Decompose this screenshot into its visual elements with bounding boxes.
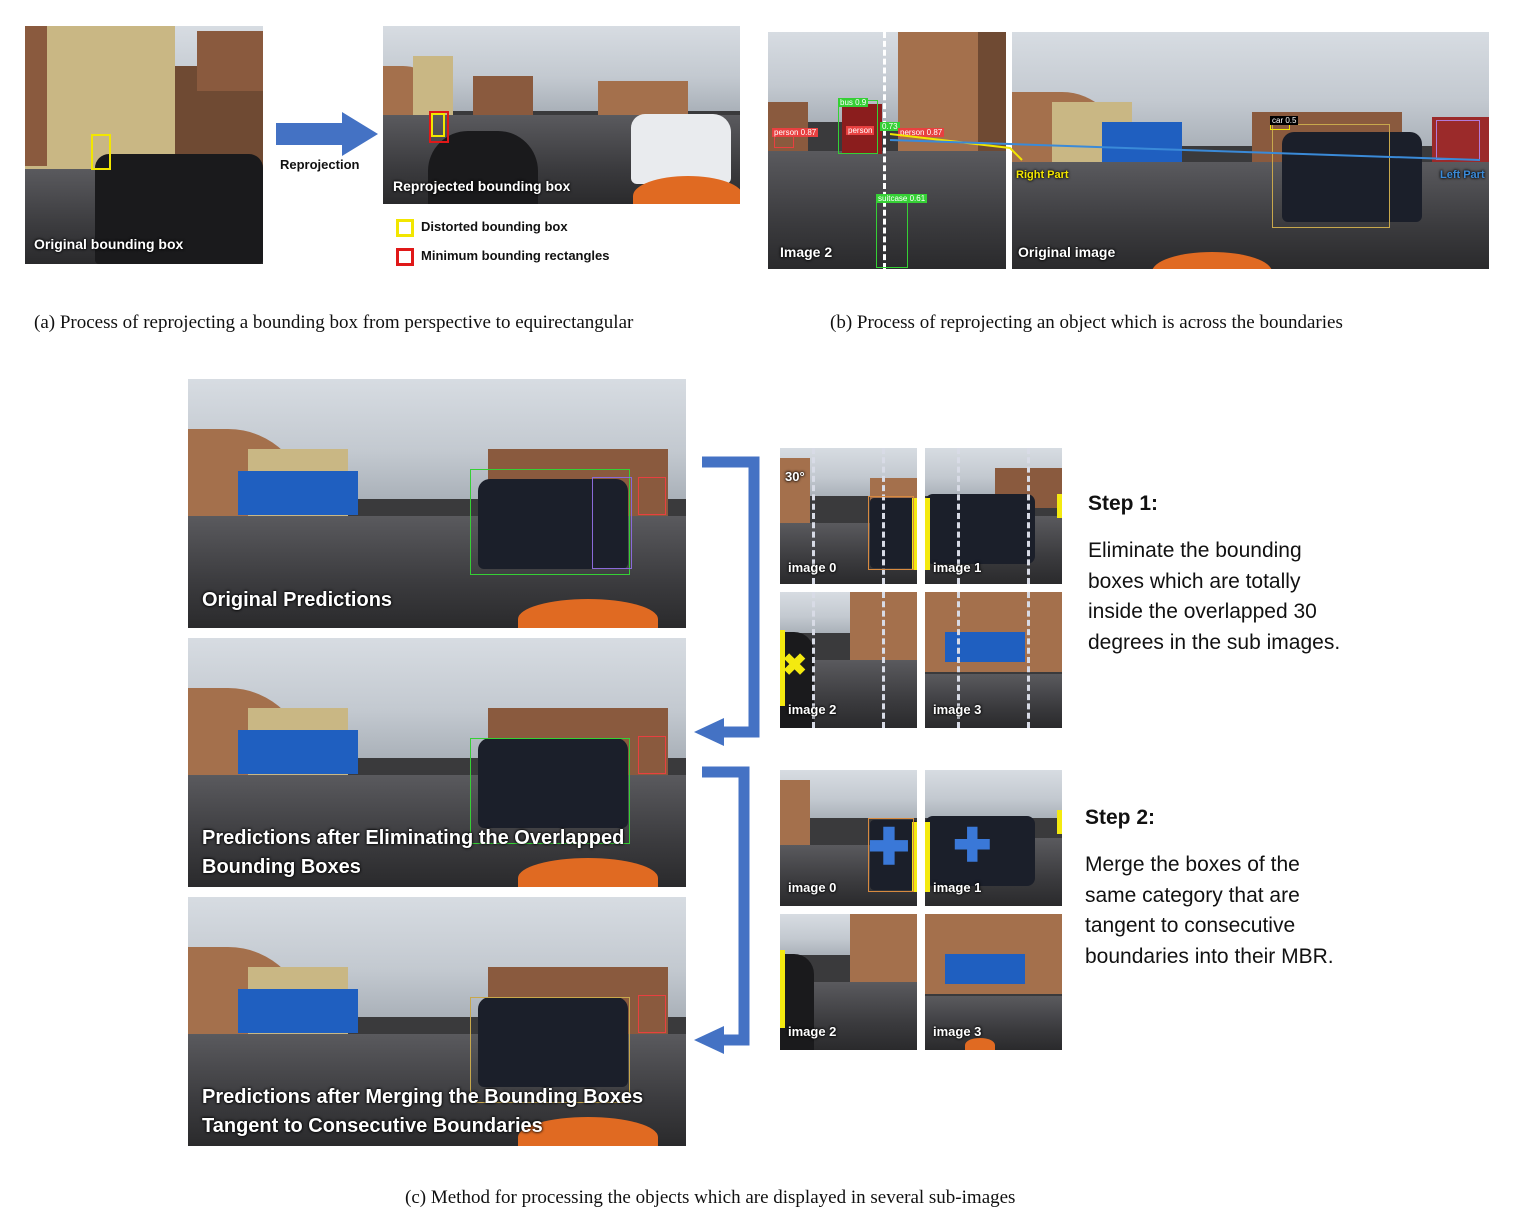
- stage-eliminated-predictions: Predictions after Eliminating the Overla…: [188, 638, 686, 887]
- distorted-yellow-bbox: [431, 113, 445, 137]
- reprojection-arrow-icon: [276, 112, 378, 156]
- step2-text: Merge the boxes of the same category tha…: [1085, 853, 1334, 968]
- det-person-label-left: person 0.87: [772, 128, 819, 137]
- angle-label: 30°: [785, 469, 805, 484]
- step2-subimage-0: ✚ image 0: [780, 770, 917, 906]
- step1-image2-label: image 2: [788, 702, 837, 717]
- step1-image0-label: image 0: [788, 560, 837, 575]
- original-yellow-bbox: [91, 134, 111, 170]
- legend-distorted-label: Distorted bounding box: [421, 219, 568, 234]
- step2-subimage-1: ✚ image 1: [925, 770, 1062, 906]
- stage-merged-predictions: Predictions after Merging the Bounding B…: [188, 897, 686, 1146]
- step2-subimage-3: image 3: [925, 914, 1062, 1050]
- elim-bus-box: [638, 736, 666, 774]
- stage3-label: Predictions after Merging the Bounding B…: [202, 1086, 644, 1137]
- det-van-box: [1272, 124, 1390, 228]
- stage1-label: Original Predictions: [202, 589, 393, 611]
- step2-image0-label: image 0: [788, 880, 837, 895]
- boundary-connector-lines: [889, 133, 1481, 161]
- elim-van-box: [470, 738, 630, 844]
- pred-bus-box: [638, 477, 666, 515]
- step2-title: Step 2:: [1085, 806, 1156, 829]
- step2-image1-label: image 1: [933, 880, 982, 895]
- mbr-red-bbox: [429, 111, 449, 143]
- reprojected-bbox-label: Reprojected bounding box: [393, 178, 571, 194]
- step2-image2-label: image 2: [788, 1024, 837, 1039]
- pred-van-box-2: [592, 477, 632, 569]
- left-part-label: Left Part: [1440, 169, 1485, 181]
- det-person-label-right: person 0.87: [898, 128, 945, 137]
- original-perspective-photo: Original bounding box: [25, 26, 263, 264]
- merged-van-box: [470, 997, 630, 1103]
- det-car-label: car 0.5: [1270, 116, 1299, 125]
- step2-image3-label: image 3: [933, 1024, 982, 1039]
- step1-text: Eliminate the bounding boxes which are t…: [1088, 539, 1341, 654]
- legend-yellow-swatch: [396, 219, 414, 237]
- stage-original-predictions: Original Predictions: [188, 379, 686, 628]
- reprojection-label: Reprojection: [280, 157, 360, 172]
- caption-a: (a) Process of reprojecting a bounding b…: [34, 312, 634, 333]
- step1-subimage-1: image 1: [925, 448, 1062, 584]
- eliminate-cross-icon: ✖: [782, 649, 808, 682]
- det-suitcase-box: [876, 202, 908, 268]
- image2-label: Image 2: [780, 244, 833, 260]
- step2-subimage-2: image 2: [780, 914, 917, 1050]
- step1-bracket-arrow-icon: [694, 456, 760, 746]
- original-equirect-photo-b: car 0.5 Original image Right Part Left P…: [1012, 32, 1489, 269]
- caption-b: (b) Process of reprojecting an object wh…: [830, 312, 1343, 333]
- step1-subimage-0: 30° image 0: [780, 448, 917, 584]
- right-part-label: Right Part: [1016, 169, 1069, 181]
- image2-perspective-photo: bus 0.9 person 0.87 person 0.73 person 0…: [768, 32, 1006, 269]
- step1-image3-label: image 3: [933, 702, 982, 717]
- pred-van-box: [470, 469, 630, 575]
- original-bbox-label: Original bounding box: [34, 236, 184, 252]
- legend-mbr-label: Minimum bounding rectangles: [421, 248, 610, 263]
- step1-title: Step 1:: [1088, 492, 1159, 515]
- det-score-label: 0.73: [880, 122, 900, 131]
- stage2-label: Predictions after Eliminating the Overla…: [202, 827, 625, 878]
- step1-subimage-3: image 3: [925, 592, 1062, 728]
- det-person-label-mid: person: [846, 126, 875, 135]
- merge-plus-icon-right: ✚: [953, 819, 992, 871]
- merged-bus-box: [638, 995, 666, 1033]
- step1-image1-label: image 1: [933, 560, 982, 575]
- caption-c: (c) Method for processing the objects wh…: [405, 1187, 1016, 1208]
- step2-bracket-arrow-icon: [694, 766, 750, 1054]
- step1-subimage-2: ✖ image 2: [780, 592, 917, 728]
- merge-plus-icon-left: ✚: [868, 819, 910, 875]
- legend-red-swatch: [396, 248, 414, 266]
- det-suitcase-label: suitcase 0.61: [876, 194, 928, 203]
- det-bus-label: bus 0.9: [838, 98, 869, 107]
- reprojected-equirect-photo: Reprojected bounding box: [383, 26, 740, 204]
- original-image-label: Original image: [1018, 244, 1116, 260]
